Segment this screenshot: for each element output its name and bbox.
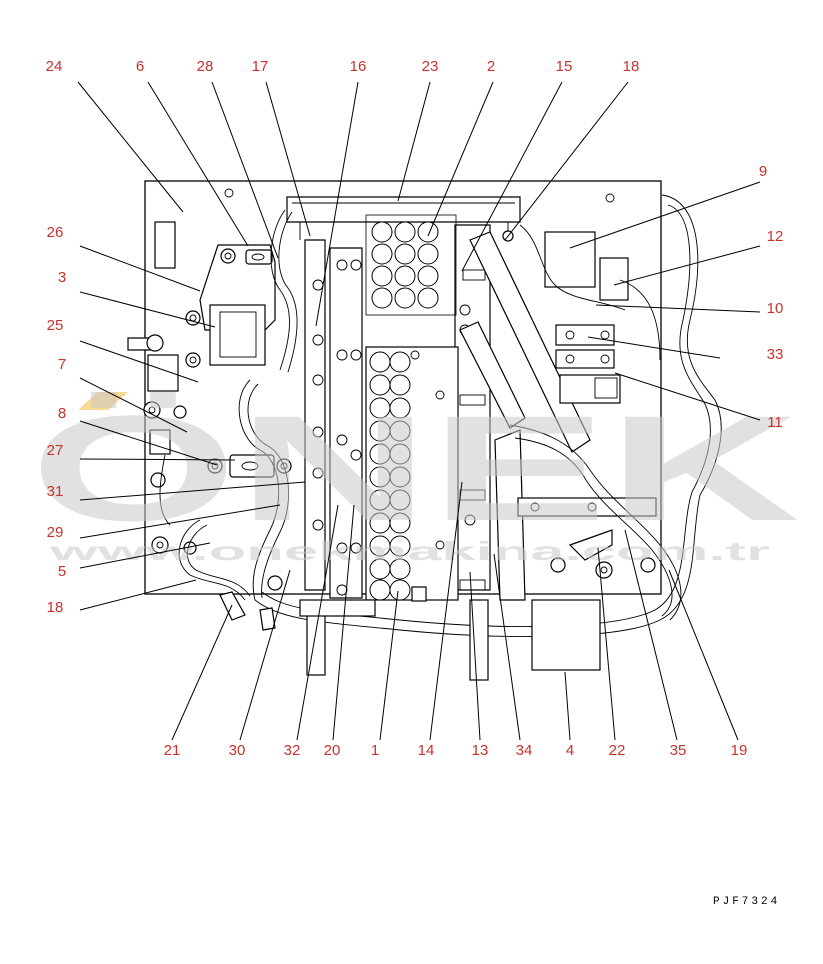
callout-12: 12 [767,228,784,245]
diagonal-bus-bars [459,231,657,601]
callout-2: 2 [487,58,495,75]
callout-28: 28 [197,58,214,75]
watermark-logo-accent [78,392,128,410]
callout-6: 6 [136,58,144,75]
callout-32: 32 [284,742,301,759]
left-brackets [127,244,276,478]
callout-26: 26 [47,224,64,241]
callout-35: 35 [670,742,687,759]
callout-29: 29 [47,524,64,541]
cable-tails [219,586,601,681]
callout-33: 33 [767,346,784,363]
callout-23: 23 [422,58,439,75]
watermark-url: www.onekmakina.com.tr [48,536,770,566]
top-bracket [286,196,521,240]
leader-lines [77,81,761,741]
callout-34: 34 [516,742,533,759]
callout-8: 8 [58,405,66,422]
callout-18-top: 18 [623,58,640,75]
drawing-code: PJF7324 [713,896,780,908]
callout-1: 1 [371,742,379,759]
callout-30: 30 [229,742,246,759]
callout-31: 31 [47,483,64,500]
callout-10: 10 [767,300,784,317]
callout-7: 7 [58,356,66,373]
callout-18-left: 18 [47,599,64,616]
callout-15: 15 [556,58,573,75]
capacitor-bank-upper [365,214,457,316]
bus-bars [304,224,491,599]
callout-25: 25 [47,317,64,334]
callout-22: 22 [609,742,626,759]
callout-labels: 24 6 28 17 16 23 2 15 18 9 12 10 33 11 2… [46,58,784,759]
callout-21: 21 [164,742,181,759]
callout-11: 11 [767,414,783,431]
callout-16: 16 [350,58,367,75]
callout-27: 27 [47,442,64,459]
callout-24: 24 [46,58,63,75]
callout-14: 14 [418,742,435,759]
callout-20: 20 [324,742,341,759]
callout-13: 13 [472,742,489,759]
callout-9: 9 [759,163,767,180]
watermark-logo: ÖNEK [30,384,800,552]
capacitor-bank-main [365,346,459,601]
callout-3: 3 [58,269,66,286]
callout-5: 5 [58,563,66,580]
right-components [544,231,629,561]
callout-19: 19 [731,742,748,759]
callout-17: 17 [252,58,269,75]
callout-4: 4 [566,742,574,759]
